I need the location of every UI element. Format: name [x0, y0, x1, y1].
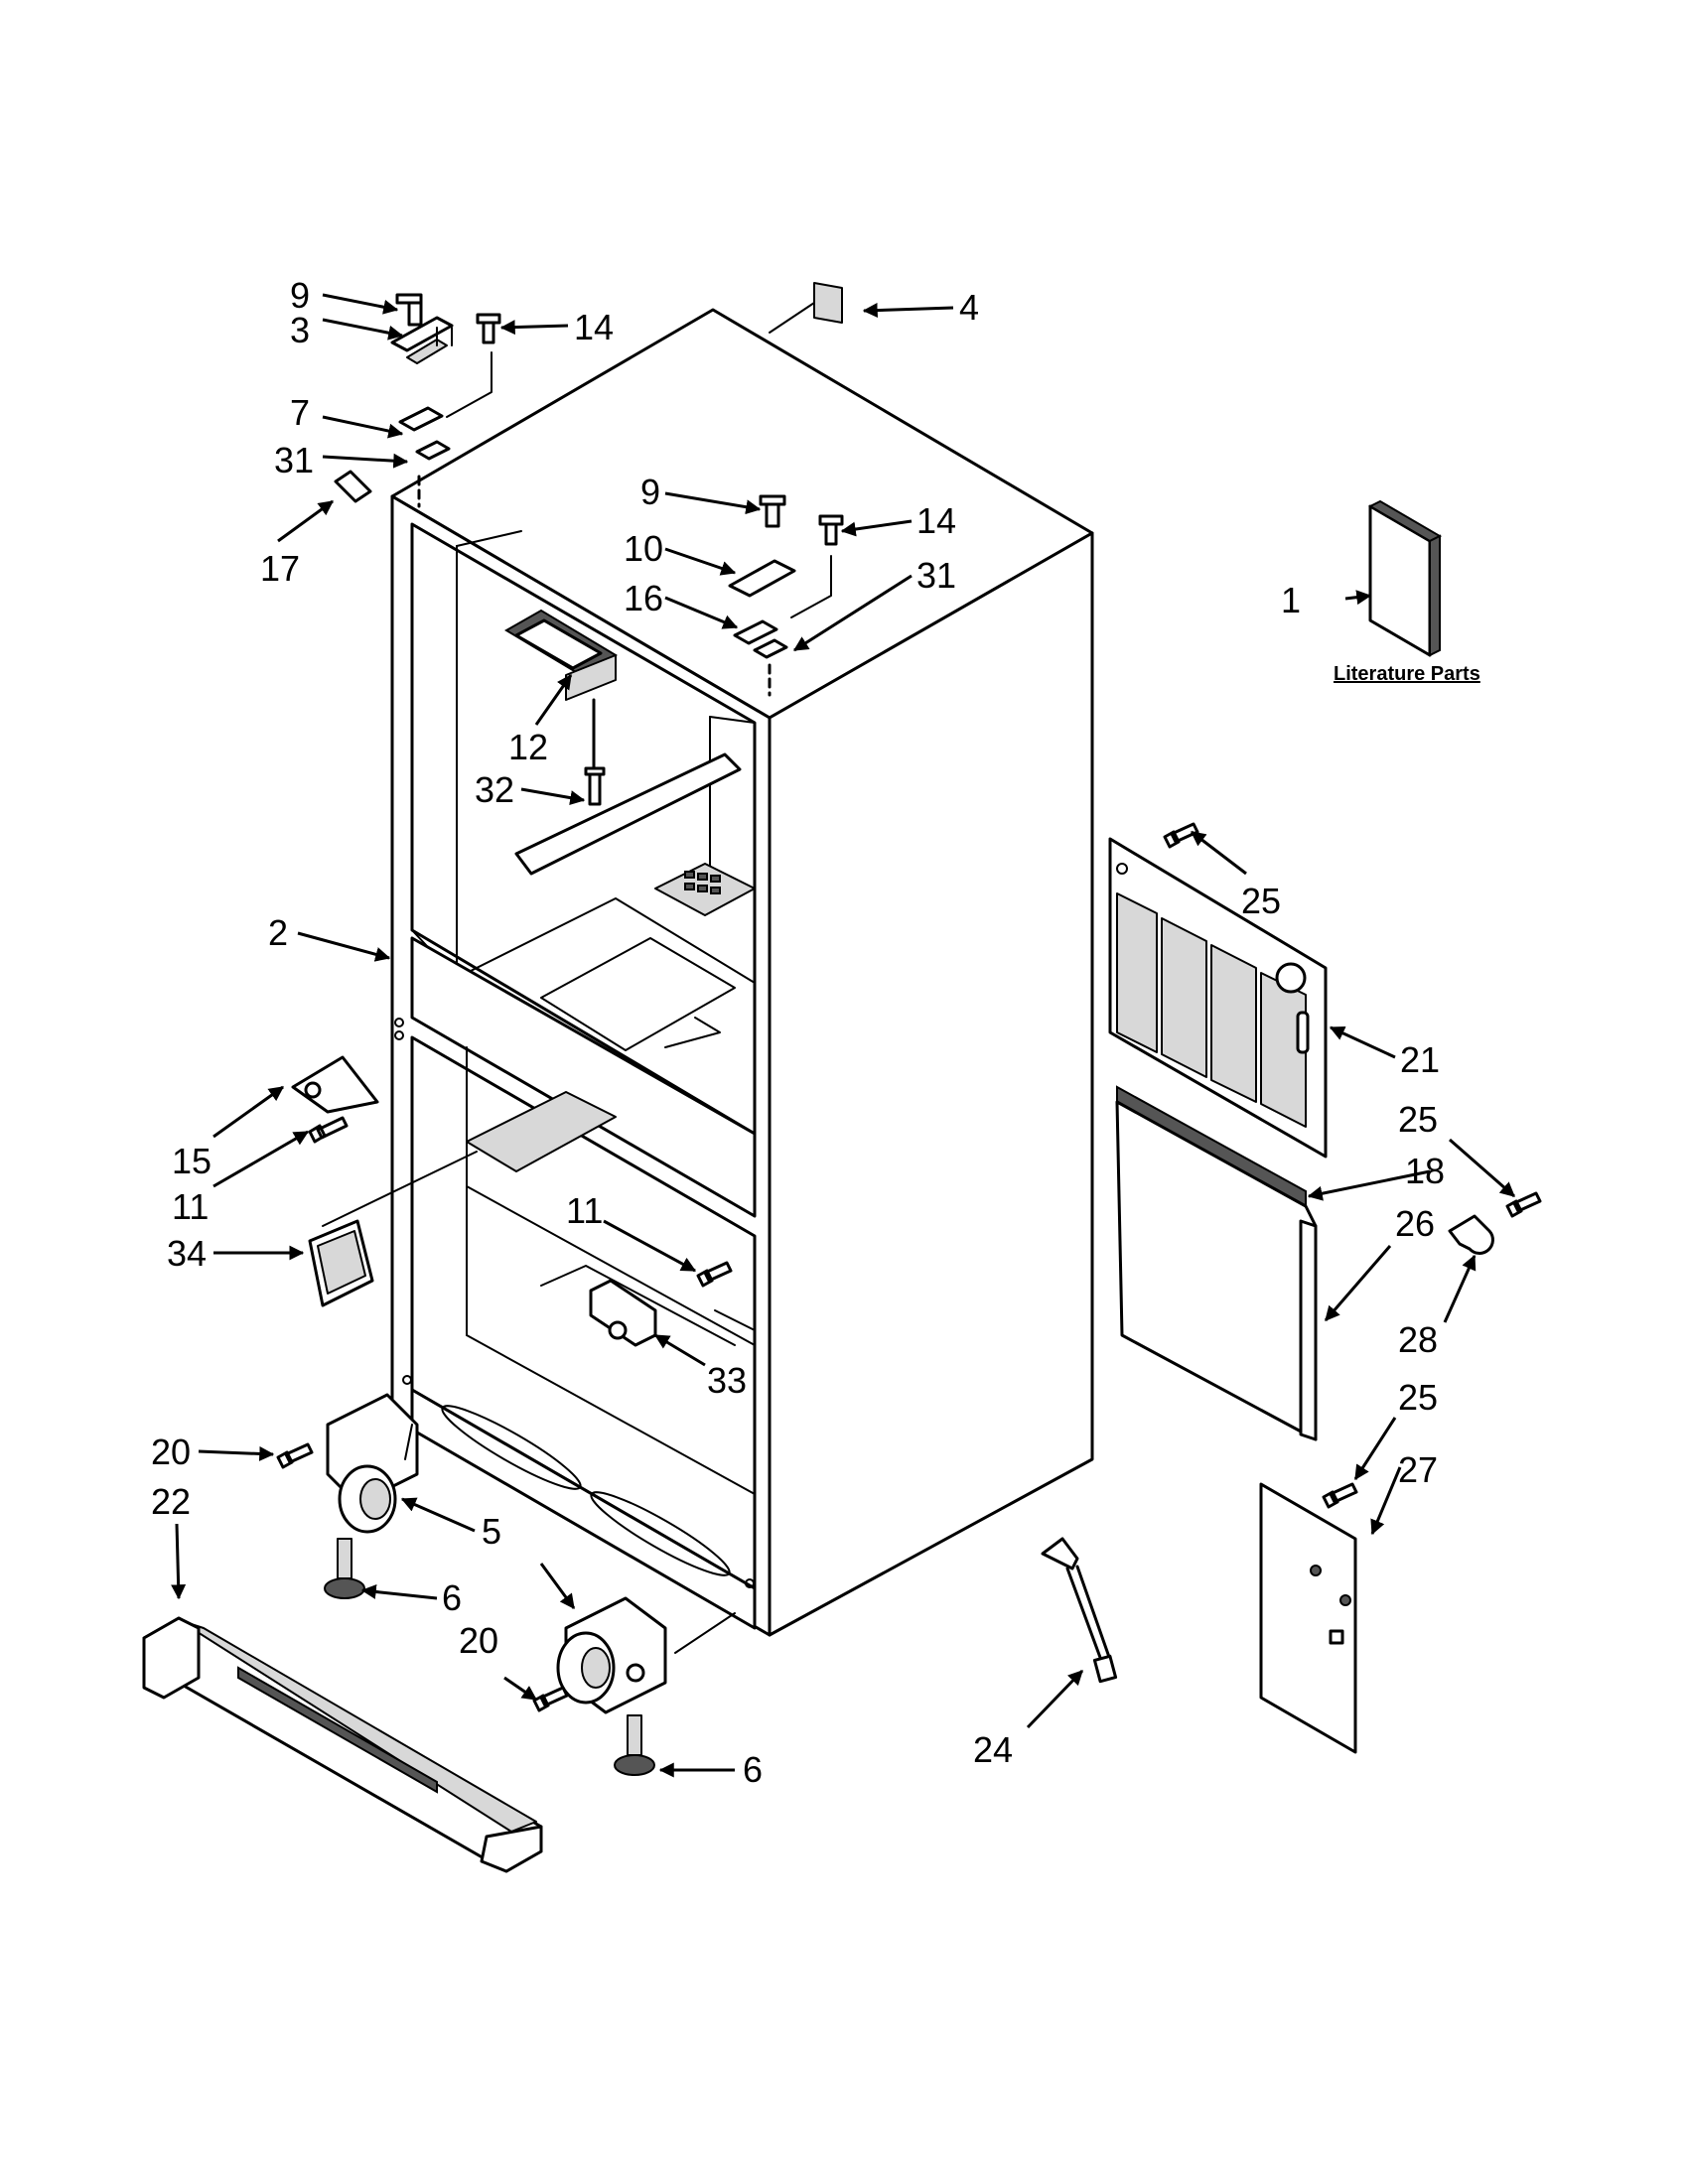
screw-11-right	[696, 1261, 733, 1288]
callout-6-right: 6	[743, 1749, 763, 1790]
callout-20-right: 20	[459, 1620, 498, 1661]
callout-25-top: 25	[1241, 881, 1281, 921]
callout-14-left: 14	[574, 307, 614, 347]
roller-assembly-right	[556, 1596, 667, 1714]
literature-parts-label: Literature Parts	[1334, 663, 1480, 685]
bracket-15	[291, 1055, 379, 1114]
callout-14-right: 14	[916, 500, 956, 541]
leveling-leg-left	[324, 1538, 365, 1599]
label-part	[813, 282, 843, 324]
callout-11-left: 11	[172, 1186, 209, 1227]
callout-arrows	[171, 293, 1515, 1778]
callout-26: 26	[1395, 1203, 1435, 1244]
toe-panel	[1115, 1100, 1318, 1441]
callout-9-right: 9	[640, 472, 660, 512]
callout-10: 10	[624, 528, 663, 569]
callout-24: 24	[973, 1729, 1013, 1770]
callout-25-mid: 25	[1398, 1099, 1438, 1140]
front-grille-panel	[1108, 837, 1328, 1159]
callout-12: 12	[508, 727, 548, 767]
callout-34: 34	[167, 1233, 207, 1274]
callout-4: 4	[959, 287, 979, 328]
base-grille	[142, 1616, 543, 1873]
hinge-left	[390, 293, 501, 461]
callout-31-right: 31	[916, 555, 956, 596]
literature-book	[1367, 499, 1443, 657]
vent-slots	[684, 871, 721, 894]
cabinet-side	[768, 531, 1094, 1637]
screw-25-low	[1322, 1482, 1358, 1509]
access-panel	[1259, 1482, 1357, 1754]
callout-7: 7	[290, 392, 310, 433]
callout-2: 2	[268, 912, 288, 953]
hinge-right	[728, 494, 844, 659]
callout-6-left: 6	[442, 1577, 462, 1618]
callout-5: 5	[482, 1511, 501, 1552]
callout-33: 33	[707, 1360, 747, 1401]
tube-24	[1041, 1537, 1118, 1684]
control-label-34	[308, 1219, 374, 1307]
callout-labels: 9 14 3 7 31 17 4 1 9 14 10 16 31 12 32 2…	[151, 275, 1445, 1790]
callout-32: 32	[475, 769, 514, 810]
screw-20-left	[276, 1442, 314, 1469]
callout-17: 17	[260, 548, 300, 589]
callout-16: 16	[624, 578, 663, 618]
screw-25-mid	[1505, 1191, 1542, 1218]
callout-28: 28	[1398, 1319, 1438, 1360]
control-housing	[504, 609, 618, 701]
cabinet	[390, 308, 1094, 1637]
callout-1: 1	[1281, 580, 1301, 620]
screw-11-left	[308, 1116, 349, 1144]
cabinet-mullion	[410, 936, 757, 1218]
hinge-cover-part	[334, 470, 372, 503]
clamp-28	[1448, 1214, 1494, 1255]
callout-3: 3	[290, 310, 310, 350]
callout-11-right: 11	[566, 1190, 603, 1231]
screw-25-top	[1163, 822, 1199, 849]
callout-18: 18	[1405, 1151, 1445, 1191]
callout-31-left: 31	[274, 440, 314, 480]
callout-25-low: 25	[1398, 1377, 1438, 1418]
callout-22: 22	[151, 1481, 191, 1522]
leveling-leg-right	[614, 1714, 655, 1776]
callout-27: 27	[1398, 1449, 1438, 1490]
callout-15: 15	[172, 1141, 211, 1181]
callout-9-left: 9	[290, 275, 310, 316]
screw-32	[584, 766, 606, 806]
roller-assembly-left	[326, 1393, 419, 1534]
callout-20-left: 20	[151, 1432, 191, 1472]
callout-21: 21	[1400, 1039, 1440, 1080]
screw-20-right	[532, 1686, 569, 1712]
